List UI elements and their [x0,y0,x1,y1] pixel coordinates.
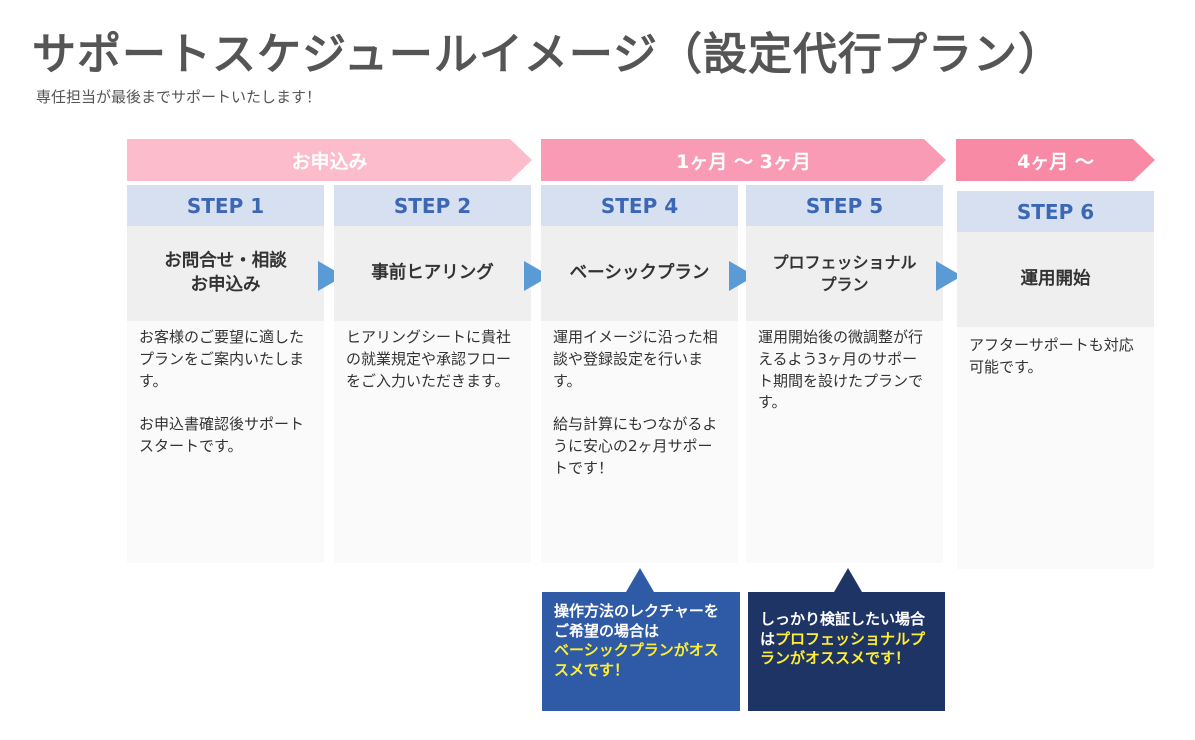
callout-text: しっかり検証したい場合は [760,610,926,648]
step-description: アフターサポートも対応可能です。 [957,327,1154,569]
callout-highlight: プロフェッショナルプランがオススメです！ [760,629,926,668]
callout-basic-plan: 操作方法のレクチャーをご希望の場合は ベーシックプランがオススメです！ [542,568,740,711]
step-column-1: STEP 1 お問合せ・相談 お申込み お客様のご要望に適したプランをご案内いた… [127,185,324,563]
callout-pointer [626,568,654,592]
page-subtitle: 専任担当が最後までサポートいたします！ [36,88,322,106]
phase-banner-1-3-months: 1ヶ月 〜 3ヶ月 [541,139,946,181]
step-column-2: STEP 2 事前ヒアリング ヒアリングシートに貴社の就業規定や承認フローをご入… [334,185,531,563]
step-number: STEP 5 [746,185,943,226]
step-description: お客様のご要望に適したプランをご案内いたします。 お申込書確認後サポートスタート… [127,321,324,563]
callout-professional-plan: しっかり検証したい場合はプロフェッショナルプランがオススメです！ [748,568,945,711]
step-column-4: STEP 4 ベーシックプラン 運用イメージに沿った相談や登録設定を行います。 … [541,185,738,563]
callout-highlight: ベーシックプランがオススメです！ [554,641,719,679]
step-title: 運用開始 [957,232,1154,327]
phase-label: お申込み [291,150,368,173]
phase-banner-4-months: 4ヶ月 〜 [956,139,1155,181]
step-column-6: STEP 6 運用開始 アフターサポートも対応可能です。 [957,191,1154,569]
step-number: STEP 2 [334,185,531,226]
step-title: プロフェッショナル プラン [746,226,943,321]
step-number: STEP 4 [541,185,738,226]
step-number: STEP 6 [957,191,1154,232]
step-title: 事前ヒアリング [334,226,531,321]
step-title: お問合せ・相談 お申込み [127,226,324,321]
step-description: 運用開始後の微調整が行えるよう3ヶ月のサポート期間を設けたプランです。 [746,321,943,563]
step-number: STEP 1 [127,185,324,226]
phase-banner-apply: お申込み [127,139,532,181]
callout-text: 操作方法のレクチャーをご希望の場合は [554,602,719,640]
phase-label: 4ヶ月 〜 [1017,150,1094,173]
page-title: サポートスケジュールイメージ（設定代行プラン） [32,29,1064,80]
phase-label: 1ヶ月 〜 3ヶ月 [676,150,811,173]
callout-pointer [834,568,862,592]
step-title: ベーシックプラン [541,226,738,321]
step-column-5: STEP 5 プロフェッショナル プラン 運用開始後の微調整が行えるよう3ヶ月の… [746,185,943,563]
step-description: 運用イメージに沿った相談や登録設定を行います。 給与計算にもつながるように安心の… [541,321,738,563]
step-description: ヒアリングシートに貴社の就業規定や承認フローをご入力いただきます。 [334,321,531,563]
